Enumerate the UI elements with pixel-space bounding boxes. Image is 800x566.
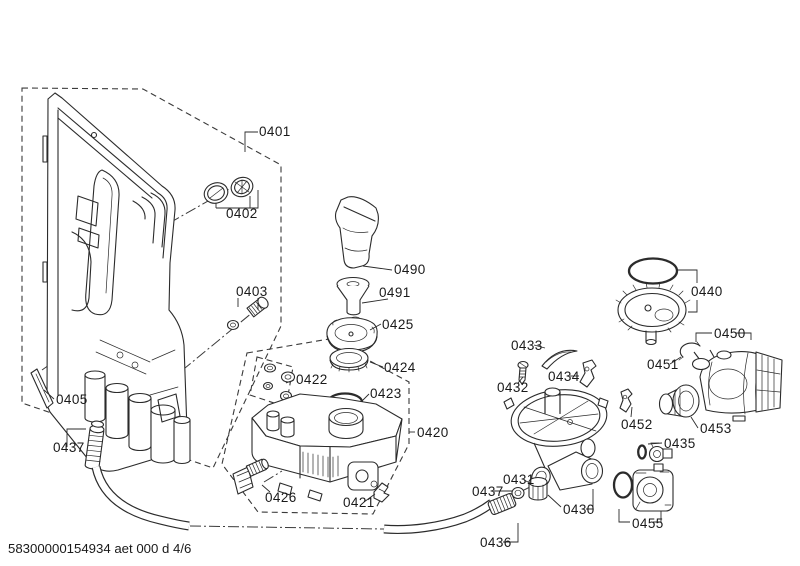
container-0490 (334, 196, 379, 269)
funnel-0491 (336, 276, 370, 316)
pump-group-dashed-box-0420 (221, 338, 410, 515)
part-label-0403: 0403 (236, 284, 268, 299)
part-label-0451: 0451 (647, 357, 679, 372)
part-label-0453: 0453 (700, 421, 732, 436)
blade-0405 (30, 368, 54, 409)
part-label-0437-sump: 0437 (472, 484, 504, 499)
valve-0403 (226, 296, 269, 331)
part-label-0491: 0491 (379, 285, 411, 300)
sump-0430 (503, 387, 609, 491)
drain-hose-0436 (91, 465, 517, 534)
part-label-0455: 0455 (632, 516, 664, 531)
part-label-0422: 0422 (296, 372, 328, 387)
part-label-0452: 0452 (621, 417, 653, 432)
bracket-0452 (619, 388, 633, 413)
leader-lines (43, 131, 752, 543)
part-label-0490: 0490 (394, 262, 426, 277)
part-label-0435: 0435 (664, 436, 696, 451)
part-label-0440: 0440 (691, 284, 723, 299)
seal-kit-dashed-box-0422 (249, 356, 294, 408)
ring-0424 (329, 347, 369, 373)
pump-motor-0450 (691, 349, 783, 422)
seal-kit-0422 (262, 363, 296, 402)
part-label-0434: 0434 (548, 369, 580, 384)
part-label-0437-base: 0437 (53, 440, 85, 455)
base-group-dashed-box (21, 87, 282, 469)
document-code: 58300000154934 aet 000 d 4/6 (8, 541, 191, 556)
bracket-0433 (541, 349, 578, 370)
impeller-cover-0440 (615, 282, 691, 346)
hose-fitting-0437-left (84, 420, 105, 470)
bracket-0434 (579, 359, 597, 388)
drain-pump-0455 (612, 463, 674, 512)
part-label-0425: 0425 (382, 317, 414, 332)
part-label-0431: 0431 (503, 472, 535, 487)
grommet-0402 (203, 176, 254, 204)
hose-fitting-0437-right (511, 486, 525, 500)
part-label-0436: 0436 (480, 535, 512, 550)
part-label-0405: 0405 (56, 392, 88, 407)
part-label-0401: 0401 (259, 124, 291, 139)
part-label-0423: 0423 (370, 386, 402, 401)
part-label-0420: 0420 (417, 425, 449, 440)
part-label-0432: 0432 (497, 380, 529, 395)
oring-0440 (627, 257, 679, 285)
part-label-0424: 0424 (384, 360, 416, 375)
part-label-0450: 0450 (714, 326, 746, 341)
clip-0421 (373, 482, 390, 503)
heat-pump-0420 (251, 393, 403, 502)
clamp-0451 (678, 341, 701, 361)
part-label-0426: 0426 (265, 490, 297, 505)
connector-0426 (232, 458, 269, 495)
cone-0453 (658, 384, 700, 418)
part-label-0430: 0430 (563, 502, 595, 517)
cap-0425 (326, 316, 378, 353)
part-label-0402: 0402 (226, 206, 258, 221)
part-label-0433: 0433 (511, 338, 543, 353)
part-label-0421: 0421 (343, 495, 375, 510)
base-assembly (42, 92, 191, 472)
